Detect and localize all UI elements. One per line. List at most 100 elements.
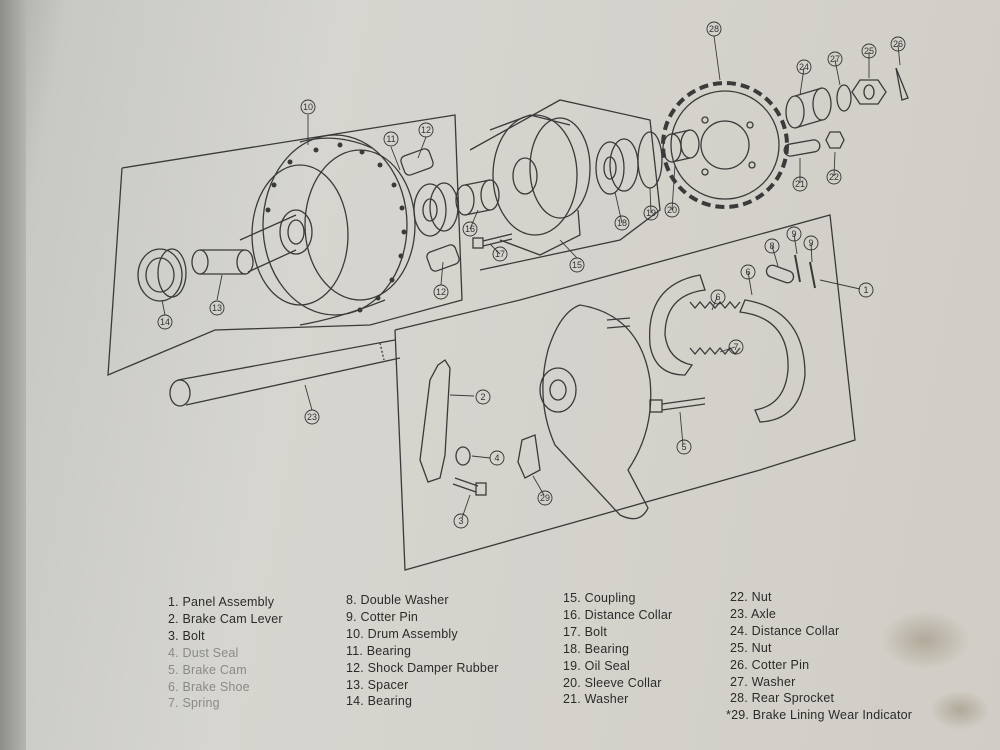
legend-item: 22. Nut <box>730 590 772 604</box>
callout-29: 29 <box>537 490 553 506</box>
callout-2: 2 <box>475 389 491 405</box>
callout-15: 15 <box>569 257 585 273</box>
callout-6-lower: 6 <box>710 289 726 305</box>
svg-text:20: 20 <box>667 205 677 215</box>
callout-23: 23 <box>304 409 320 425</box>
callout-16: 16 <box>462 221 478 237</box>
double-washer-8-drawing <box>765 264 795 284</box>
bearing-11-drawing <box>413 182 459 237</box>
coupling-panel-outline <box>469 99 661 271</box>
callout-18: 18 <box>614 215 630 231</box>
legend-item: 7. Spring <box>168 696 220 711</box>
callout-9-left: 9 <box>786 226 802 242</box>
legend-item: 24. Distance Collar <box>730 623 840 638</box>
svg-text:6: 6 <box>745 267 750 277</box>
legend-item: 21. Washer <box>563 692 629 707</box>
callout-27: 27 <box>827 51 843 67</box>
page-binding-shadow <box>0 0 26 750</box>
brake-shoe-lower-drawing <box>739 299 806 423</box>
brake-lining-wear-indicator-29-drawing <box>517 434 541 479</box>
svg-text:24: 24 <box>799 62 809 72</box>
callout-7: 7 <box>728 339 744 355</box>
legend-item: 19. Oil Seal <box>563 658 631 673</box>
callout-20: 20 <box>664 202 680 218</box>
callout-12-lower: 12 <box>433 284 449 300</box>
brake-shoe-upper-drawing <box>648 274 706 376</box>
legend-item: 2. Brake Cam Lever <box>168 611 283 626</box>
svg-text:16: 16 <box>465 224 475 234</box>
legend-item: 18. Bearing <box>563 641 630 656</box>
legend-item: 27. Washer <box>730 674 796 689</box>
callout-28: 28 <box>706 21 722 37</box>
drum-assembly-panel-outline <box>107 114 463 377</box>
callout-12-upper: 12 <box>418 122 434 138</box>
brake-panel-outline <box>394 214 856 571</box>
svg-text:22: 22 <box>829 172 839 182</box>
legend-item: 23. Axle <box>730 606 777 621</box>
callout-13: 13 <box>209 300 225 316</box>
legend-item: 17. Bolt <box>563 624 607 639</box>
shock-damper-rubber-upper <box>400 148 434 176</box>
oil-seal-19-drawing <box>637 131 663 189</box>
callout-25: 25 <box>861 43 877 59</box>
axle-23-drawing <box>169 339 401 407</box>
drum-assembly-10-drawing <box>239 134 416 326</box>
bearing-18-drawing <box>595 138 639 195</box>
legend-item: 11. Bearing <box>346 643 412 658</box>
legend-item: 3. Bolt <box>168 628 205 643</box>
callout-9-right: 9 <box>803 235 819 251</box>
legend-item: 14. Bearing <box>346 694 413 709</box>
svg-text:29: 29 <box>540 493 550 503</box>
svg-text:6: 6 <box>715 292 720 302</box>
svg-text:7: 7 <box>733 342 738 352</box>
legend-item: 4. Dust Seal <box>168 645 239 660</box>
bearing-14-drawing <box>137 248 187 302</box>
svg-text:10: 10 <box>303 102 313 112</box>
distance-collar-24-drawing <box>785 87 832 129</box>
callout-11: 11 <box>383 131 399 147</box>
sleeve-collar-20-drawing <box>662 129 700 163</box>
svg-text:3: 3 <box>458 516 463 526</box>
drum-spoke-holes <box>265 142 407 313</box>
callout-1: 1 <box>858 282 874 298</box>
callout-markers: 10 11 12 12 13 14 15 16 17 18 19 20 28 2… <box>157 21 906 529</box>
svg-text:11: 11 <box>386 134 395 144</box>
cotter-pin-9a-drawing <box>794 254 801 283</box>
svg-text:25: 25 <box>864 46 874 56</box>
legend-item: 26. Cotter Pin <box>730 657 810 672</box>
legend-item: 25. Nut <box>730 640 772 655</box>
callout-19: 19 <box>643 205 659 221</box>
svg-text:9: 9 <box>808 238 813 248</box>
svg-text:23: 23 <box>307 412 317 422</box>
bolt-17-drawing <box>472 233 513 249</box>
leader-lines <box>161 35 901 519</box>
svg-text:28: 28 <box>709 24 719 34</box>
legend-item: 20. Sleeve Collar <box>563 675 662 690</box>
legend-item: 9. Cotter Pin <box>346 609 419 624</box>
svg-text:12: 12 <box>436 287 446 297</box>
svg-text:27: 27 <box>830 54 840 64</box>
callout-5: 5 <box>676 439 692 455</box>
callout-3: 3 <box>453 513 469 529</box>
legend-item: 15. Coupling <box>563 591 636 605</box>
legend-item: *29. Brake Lining Wear Indicator <box>726 708 913 723</box>
dust-seal-4-drawing <box>455 446 471 466</box>
svg-text:17: 17 <box>495 249 505 259</box>
svg-text:2: 2 <box>480 392 485 402</box>
legend-item: 16. Distance Collar <box>563 607 673 622</box>
callout-8: 8 <box>764 238 780 254</box>
cotter-pin-9b-drawing <box>809 261 816 289</box>
legend-item: 6. Brake Shoe <box>168 679 250 694</box>
coupling-15-drawing <box>489 114 591 256</box>
svg-text:18: 18 <box>617 218 627 228</box>
legend-item: 12. Shock Damper Rubber <box>346 660 499 675</box>
svg-text:13: 13 <box>212 303 222 313</box>
washer-21-drawing <box>783 139 821 157</box>
washer-27-drawing <box>836 84 852 112</box>
spacer-13-drawing <box>191 249 254 275</box>
callout-4: 4 <box>489 450 505 466</box>
svg-text:19: 19 <box>646 208 656 218</box>
svg-text:9: 9 <box>791 229 796 239</box>
svg-text:14: 14 <box>160 317 170 327</box>
